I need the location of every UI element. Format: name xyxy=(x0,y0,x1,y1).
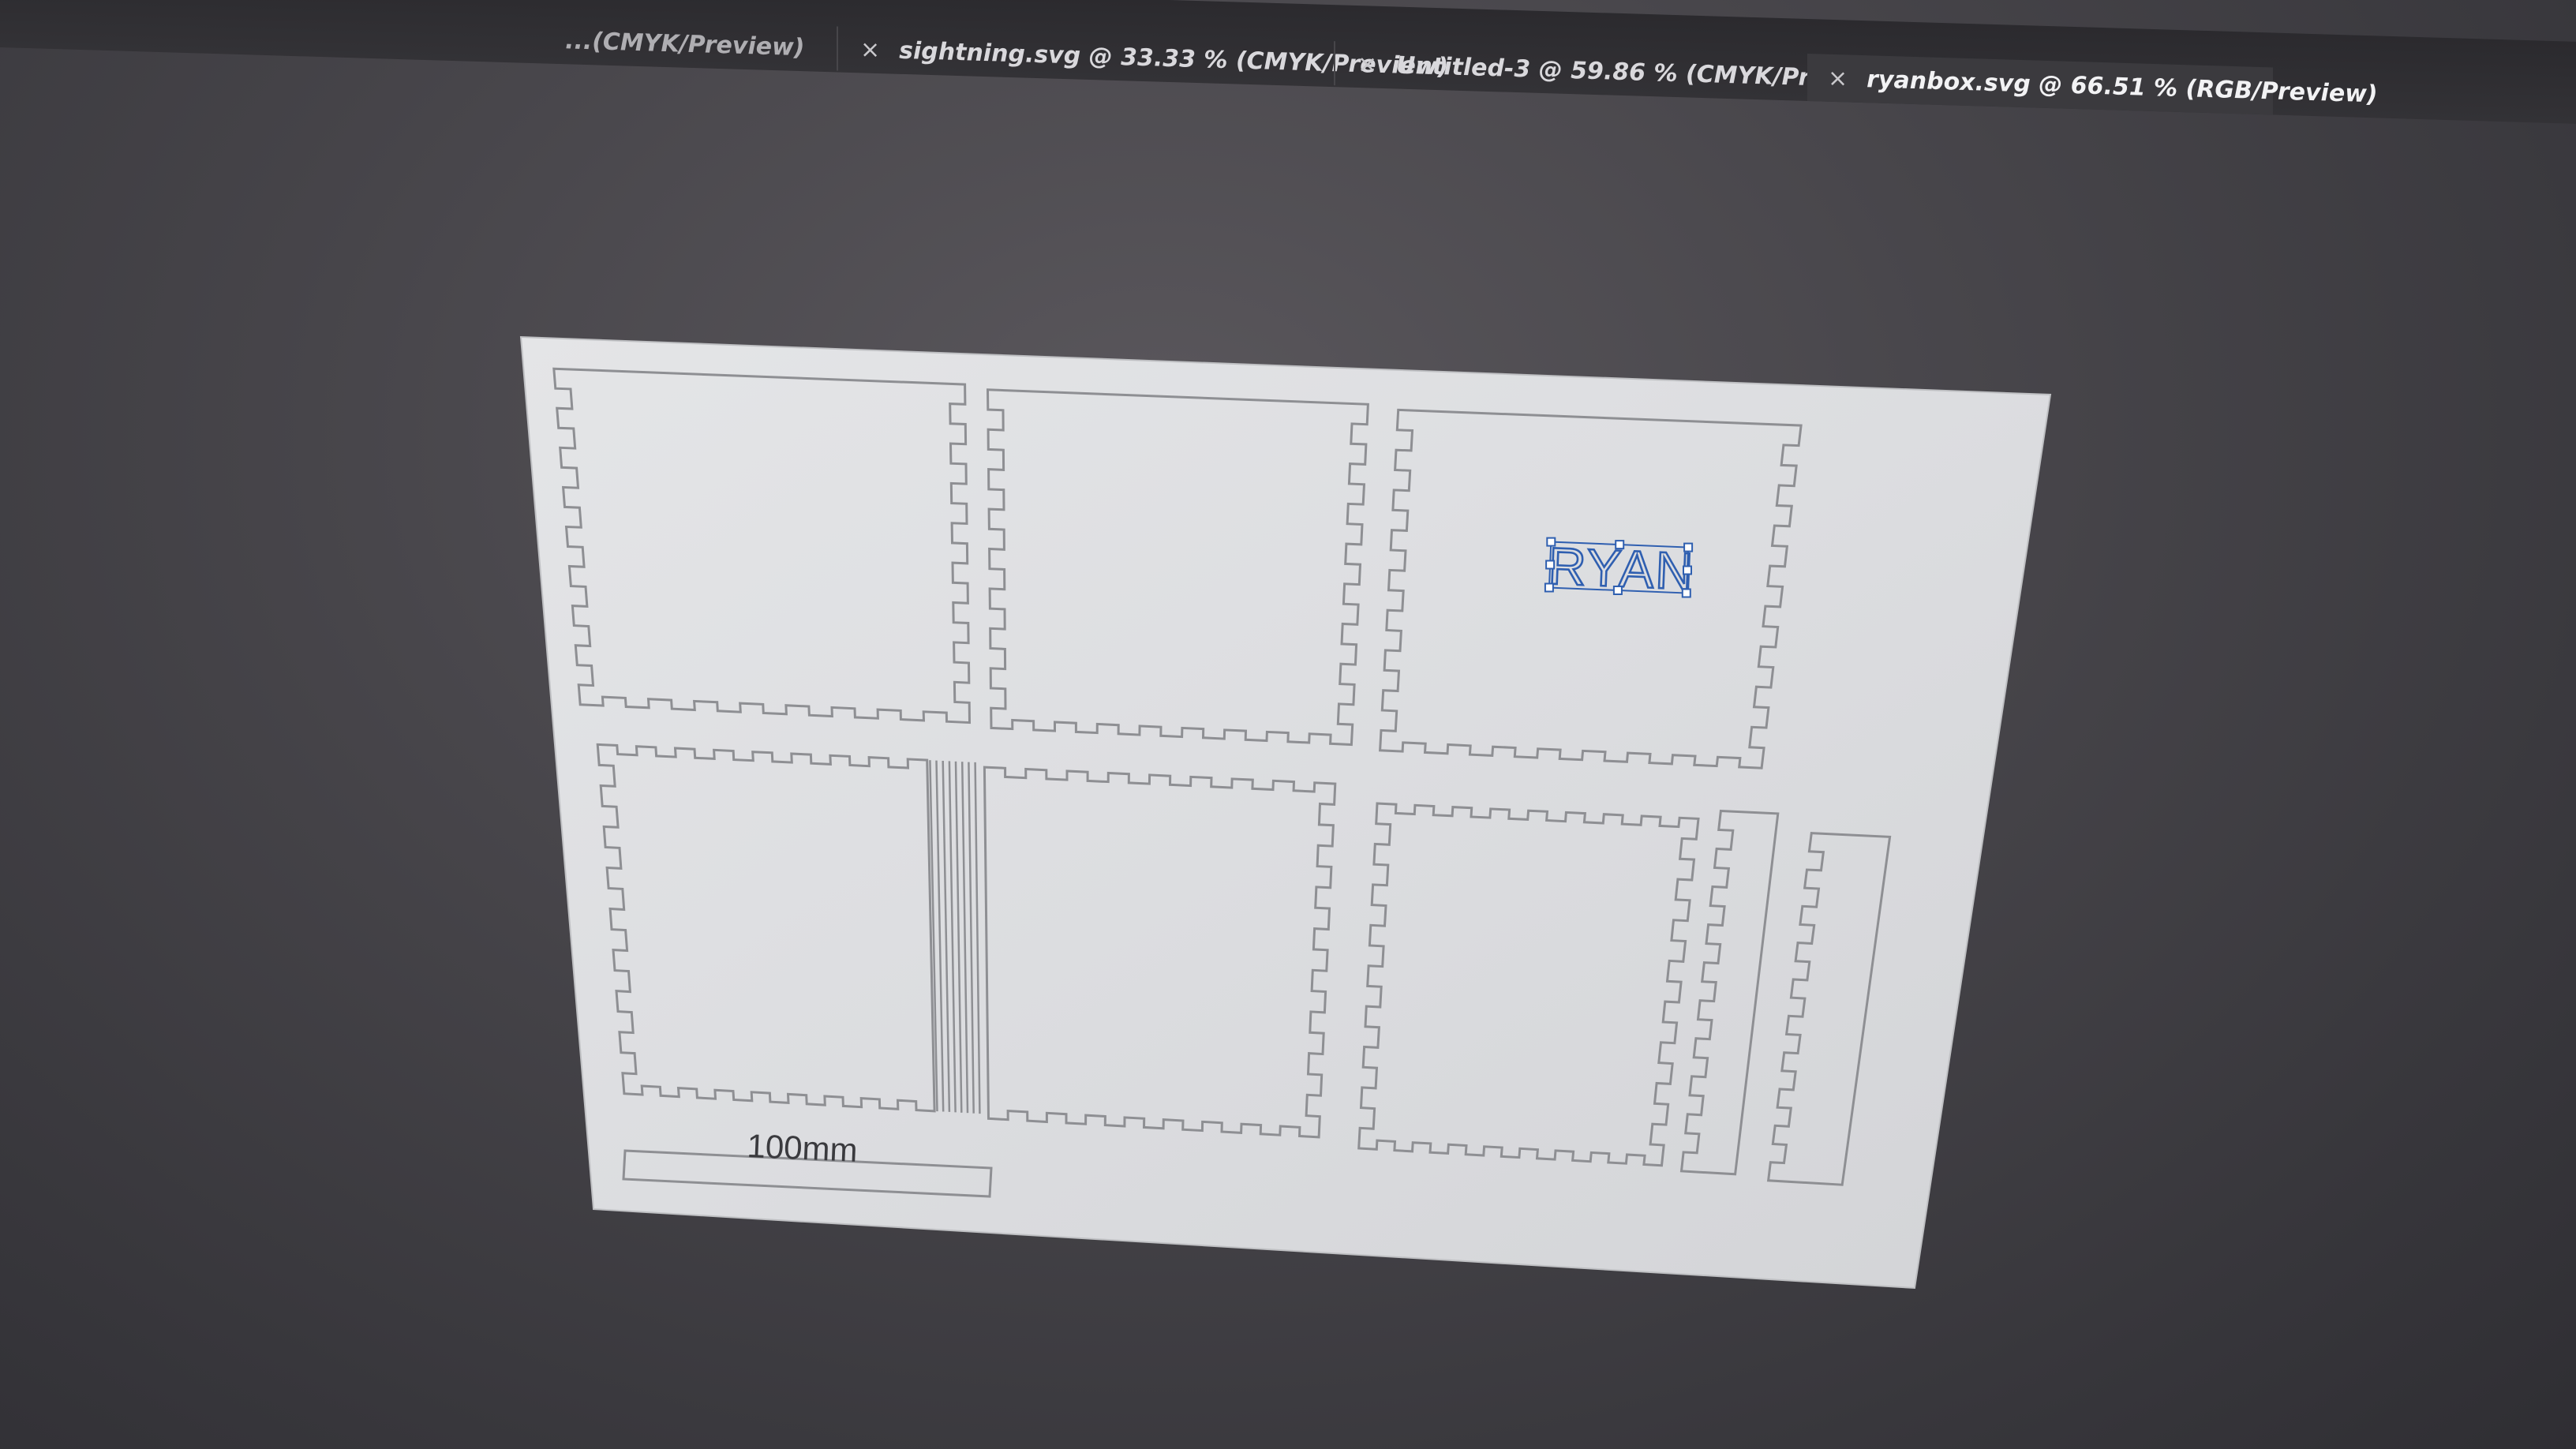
hinge-line xyxy=(954,761,963,1113)
panel-top-left[interactable] xyxy=(552,367,972,724)
panel-top-right[interactable] xyxy=(1379,408,1803,769)
living-hinge-lines xyxy=(929,760,981,1114)
laser-cut-panels xyxy=(552,367,1892,1186)
hinge-line xyxy=(974,762,981,1114)
selection-handle[interactable] xyxy=(1615,540,1625,550)
selection-handle[interactable] xyxy=(1546,537,1556,547)
hinge-line xyxy=(935,760,945,1112)
hinge-line xyxy=(960,762,969,1114)
scale-bar-rect xyxy=(622,1149,993,1198)
selection-handle[interactable] xyxy=(1683,542,1694,552)
selection-handle[interactable] xyxy=(1681,588,1691,598)
hinge-line xyxy=(968,762,975,1114)
strip-left[interactable] xyxy=(1679,809,1780,1176)
selection-handle[interactable] xyxy=(1545,560,1556,570)
selection-handle[interactable] xyxy=(1683,565,1692,575)
selection-handle[interactable] xyxy=(1612,586,1623,595)
panel-top-middle[interactable] xyxy=(986,388,1369,747)
hinge-line xyxy=(942,760,951,1112)
selection-handles[interactable] xyxy=(1544,537,1694,598)
scale-label: 100mm xyxy=(747,1127,859,1169)
selected-text-object[interactable]: RYAN xyxy=(1544,535,1697,601)
scale-bar: 100mm xyxy=(622,1127,993,1198)
strip-right[interactable] xyxy=(1766,832,1892,1186)
selection-handle[interactable] xyxy=(1544,582,1554,593)
artboard[interactable] xyxy=(519,335,2052,1290)
panel-bottom-right[interactable] xyxy=(1357,802,1700,1167)
panel-bottom-left[interactable] xyxy=(596,743,936,1113)
hinge-line xyxy=(929,760,938,1112)
panel-bottom-middle[interactable] xyxy=(983,766,1337,1139)
hinge-line xyxy=(948,761,957,1113)
